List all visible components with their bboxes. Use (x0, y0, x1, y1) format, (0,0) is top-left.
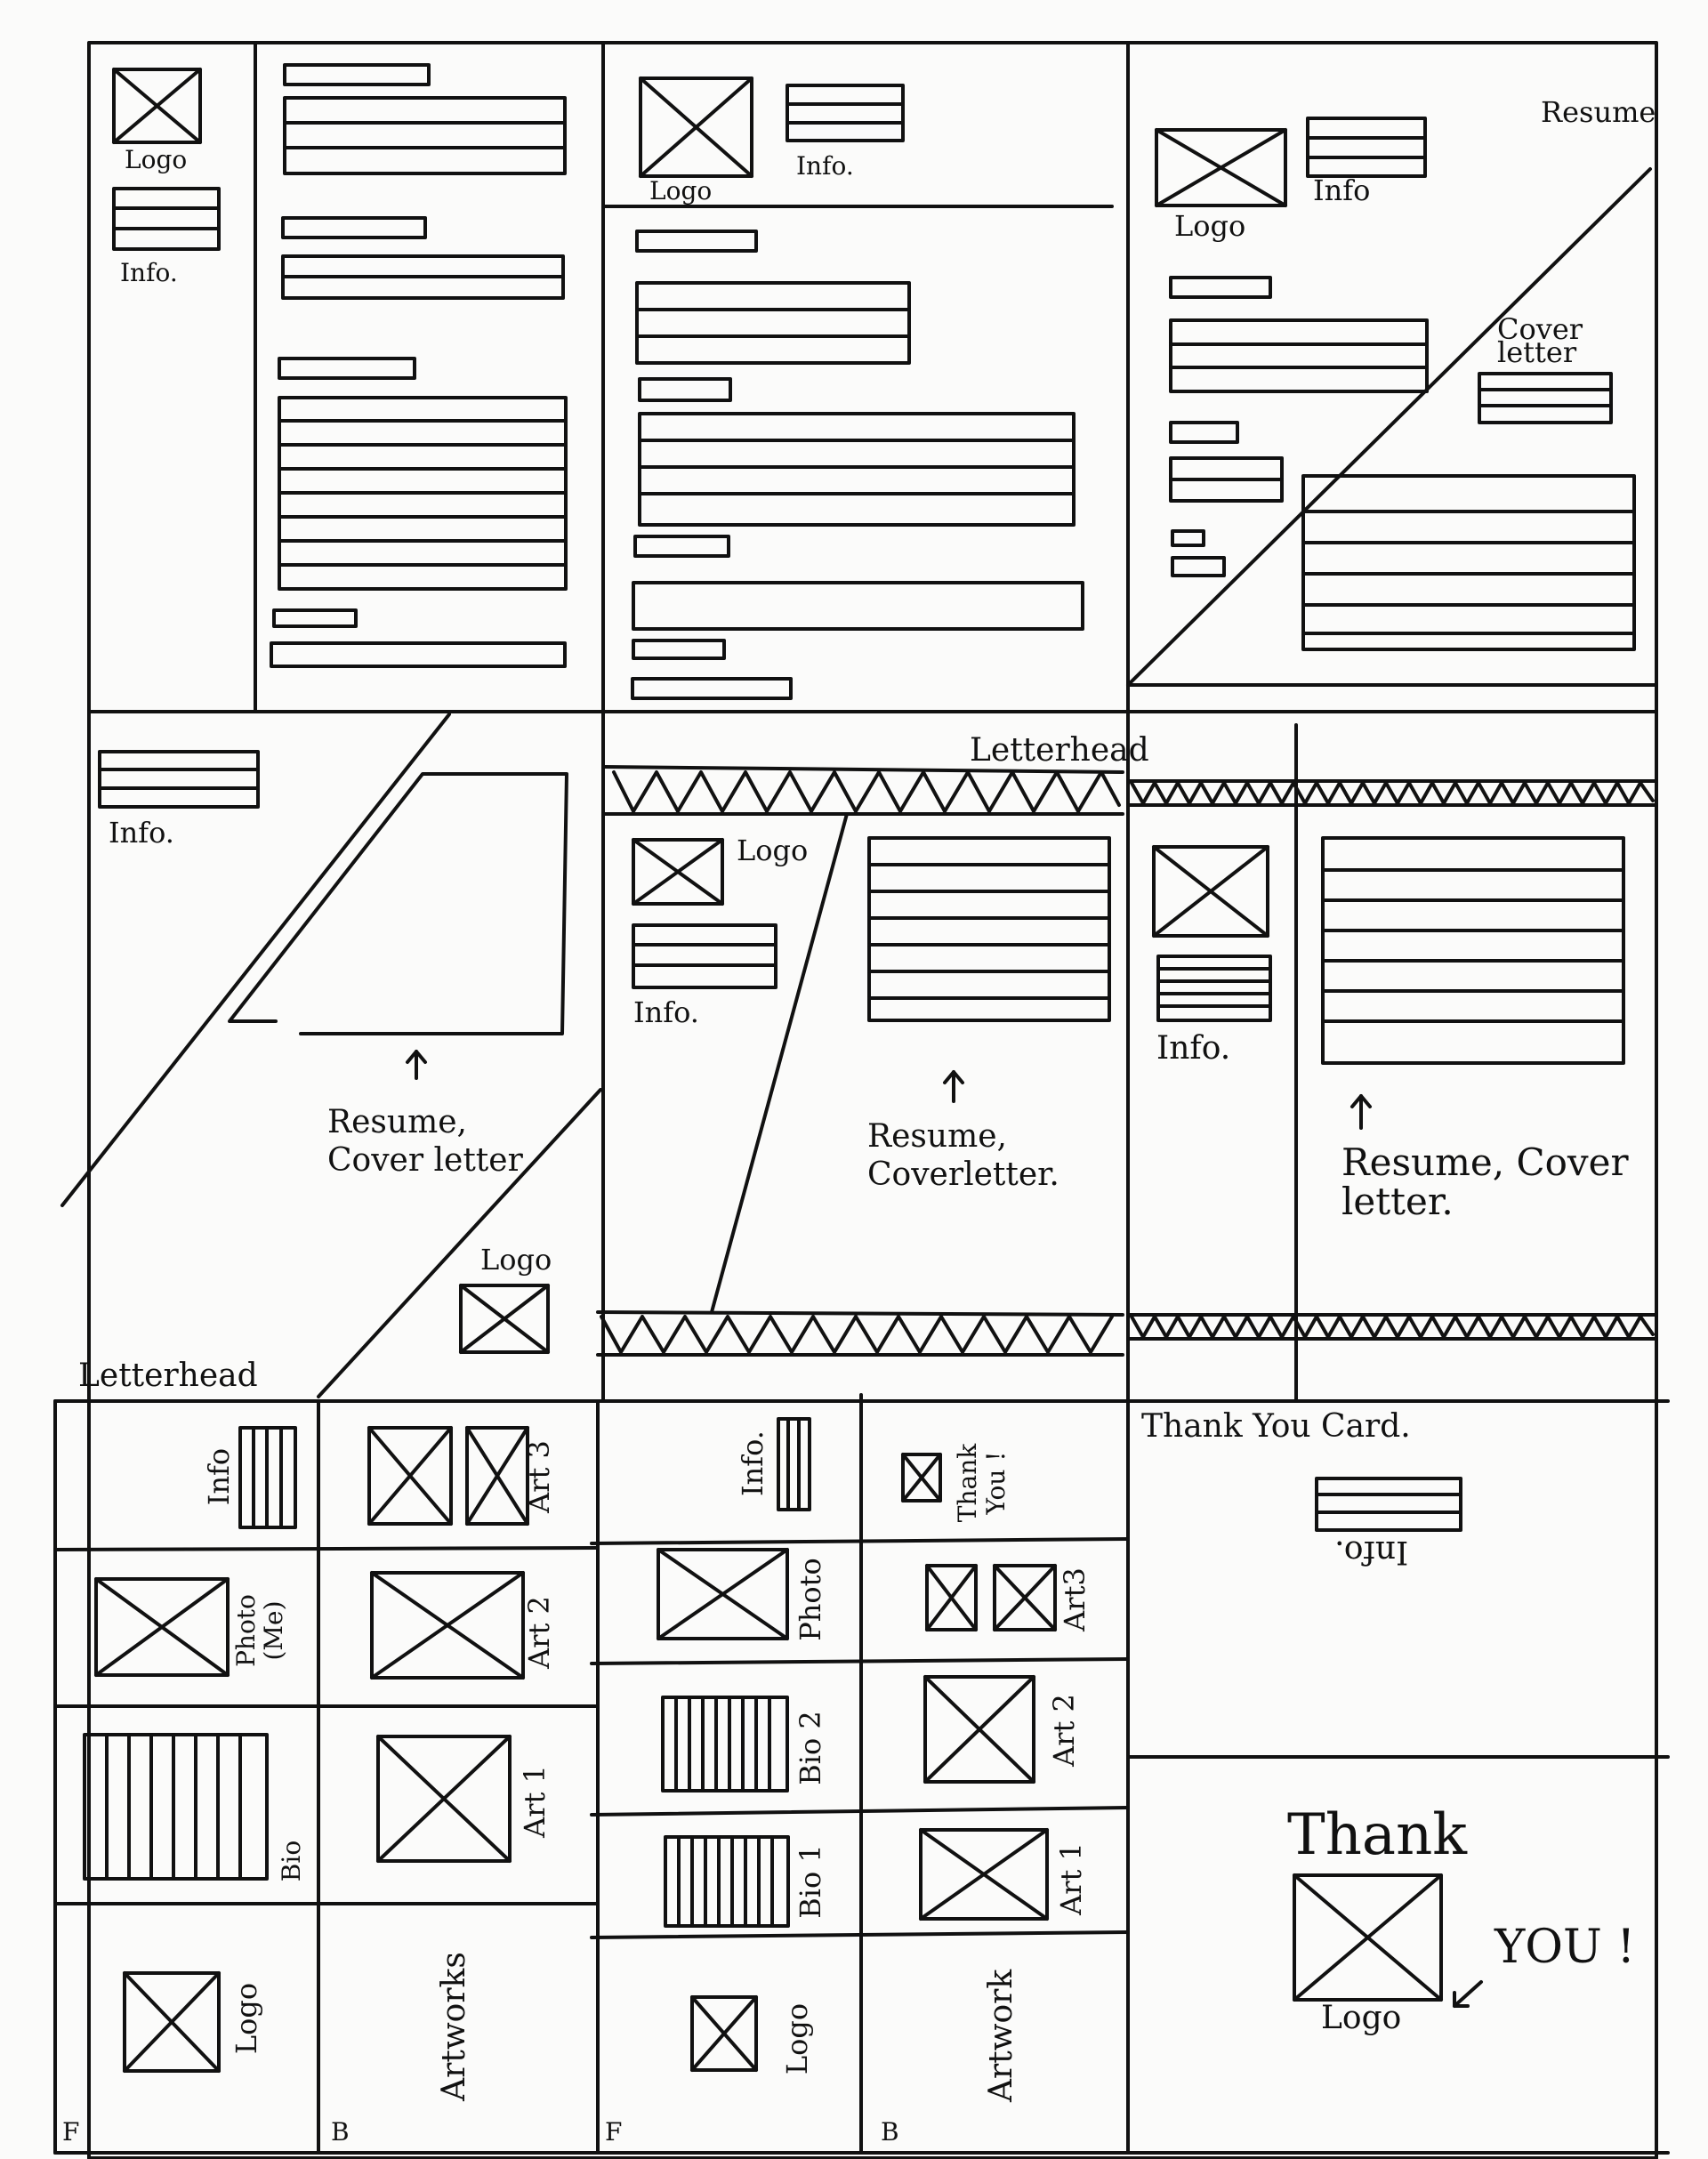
artwork-label: Artwork (983, 1969, 1019, 2102)
back-mark: B (331, 2117, 350, 2147)
logo-label: Logo (230, 1982, 263, 2055)
logo-label: Logo (737, 834, 809, 867)
panel-letterhead-zigzag (596, 765, 1124, 1357)
resume-cover-letter-label: Resume, Cover letter. (1341, 1140, 1629, 1224)
sheet-grid (53, 41, 1670, 2159)
art-1-label: Art 1 (1054, 1842, 1088, 1915)
thank-you-card-title: Thank You Card. (1141, 1408, 1411, 1445)
front-mark: F (605, 2117, 623, 2147)
logo-placeholder (112, 68, 202, 144)
info-label: Info (1313, 173, 1371, 207)
art-1-label: Art 1 (518, 1765, 552, 1838)
info-label-upside-down: Info. (1334, 1533, 1409, 1570)
logo-placeholder (632, 838, 724, 906)
panel-brochure-2 (590, 1393, 1130, 2155)
resume-cover-letter-label: Resume, Coverletter. (867, 1118, 1059, 1194)
panel-resume-header (601, 77, 1114, 700)
cover-letter-label: Cover letter (1497, 312, 1583, 369)
photo-label: Photo (794, 1558, 827, 1641)
info-label: Info. (633, 995, 699, 1029)
art-2-label: Art 2 (1047, 1694, 1081, 1767)
info-label: Info (202, 1447, 236, 1506)
bio-label: Bio (277, 1840, 306, 1882)
logo-placeholder (1152, 845, 1269, 938)
logo-placeholder (1155, 128, 1287, 207)
resume-cover-letter-label: Resume, Cover letter (327, 1104, 523, 1180)
panel-brochure-1 (53, 1399, 600, 2155)
logo-placeholder (639, 77, 753, 178)
logo-label: Logo (780, 2002, 814, 2075)
back-mark: B (881, 2117, 899, 2147)
thank-label: Thank (1287, 1802, 1468, 1868)
info-label: Info. (736, 1430, 769, 1496)
info-label: Info. (120, 258, 178, 287)
panel-letterhead-sidebar (1126, 723, 1658, 1403)
photo-me-label: Photo (Me) (231, 1594, 288, 1667)
logo-label: Logo (649, 176, 713, 205)
logo-label: Logo (1321, 2000, 1402, 2036)
info-label: Info. (1156, 1030, 1231, 1067)
front-mark: F (62, 2117, 80, 2147)
logo-label: Logo (1174, 209, 1246, 243)
info-label: Info. (109, 816, 174, 850)
resume-label: Resume (1541, 95, 1656, 129)
art-3-label: Art 3 (522, 1440, 556, 1513)
bio-2-label: Bio 2 (794, 1711, 827, 1785)
art-3-label: Art3 (1058, 1567, 1092, 1631)
thank-you-label: Thank You ! (953, 1443, 1011, 1523)
info-label: Info. (796, 151, 854, 181)
logo-label: Logo (125, 145, 188, 174)
you-label: YOU ! (1494, 1921, 1636, 1974)
panel-thank-you-card (1126, 1477, 1670, 2008)
panel-letterhead-diagonal (60, 713, 602, 1398)
panel-resume-coverletter (1126, 117, 1658, 687)
letterhead-label: Letterhead (78, 1357, 258, 1394)
logo-placeholder (459, 1284, 550, 1354)
art-2-label: Art 2 (522, 1596, 556, 1669)
bio-1-label: Bio 1 (794, 1844, 827, 1919)
artworks-label: Artworks (436, 1952, 472, 2101)
letterhead-label: Letterhead (970, 732, 1149, 769)
panel-resume-sidebar (112, 41, 568, 713)
logo-label: Logo (480, 1243, 552, 1277)
